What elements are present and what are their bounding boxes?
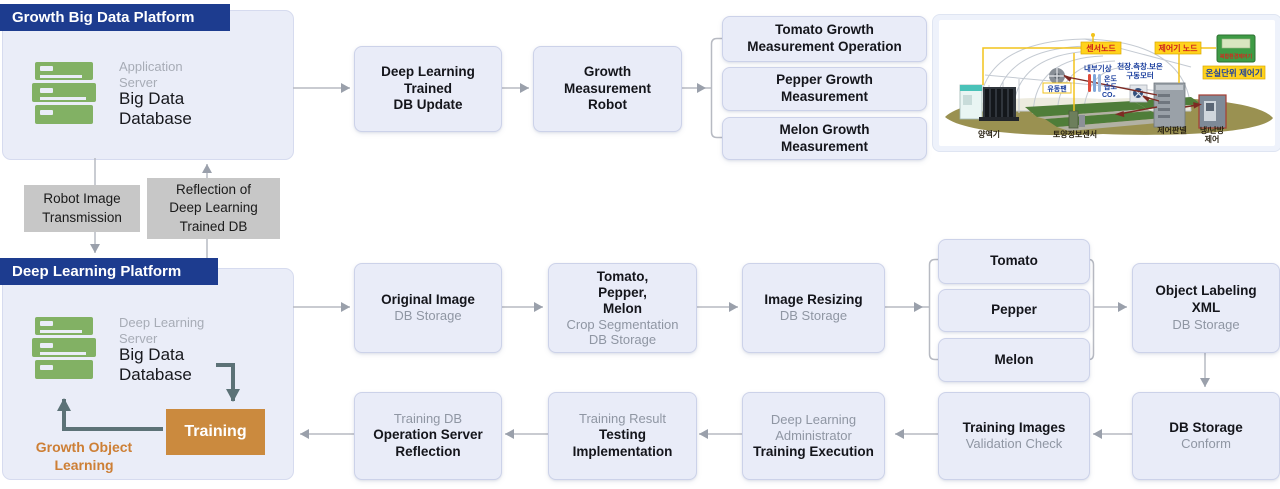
node-image-resizing: Image Resizing DB Storage xyxy=(742,263,885,353)
node-pepper-measurement: Pepper Growth Measurement xyxy=(722,67,927,111)
node-original-image-title: Original Image xyxy=(381,291,475,307)
humidity-label: 습도 xyxy=(1104,82,1117,91)
control-arrows xyxy=(1063,74,1202,118)
node-object-labeling: Object Labeling XML DB Storage xyxy=(1132,263,1280,353)
node-original-image: Original Image DB Storage xyxy=(354,263,502,353)
drive-motor-device xyxy=(1129,84,1148,103)
greenhouse-illustration: 복합환경제어기 센서노드 제어기 노드 온실단위 제어기 유동팬 내부기상 천장… xyxy=(939,20,1275,146)
node-melon-measurement: Melon Growth Measurement xyxy=(722,117,927,160)
greenhouse-controller-label: 온실단위 제어기 xyxy=(1205,68,1262,78)
node-operation-reflection: Training DB Operation Server Reflection xyxy=(354,392,502,480)
soil-sensor-label: 토양정보센서 xyxy=(1053,129,1097,139)
nutrient-label: 양액기 xyxy=(978,129,1000,139)
node-operation-reflection-pre: Training DB xyxy=(393,411,463,427)
node-operation-reflection-title: Operation Server Reflection xyxy=(373,427,483,460)
node-training-execution: Deep Learning Administrator Training Exe… xyxy=(742,392,885,480)
node-db-conform-title: DB Storage xyxy=(1169,419,1243,435)
env-controller-label: 복합환경제어기 xyxy=(1220,53,1253,60)
node-db-conform-sub: Conform xyxy=(1181,436,1231,452)
env-controller-device: 복합환경제어기 xyxy=(1216,34,1256,63)
node-image-resizing-title: Image Resizing xyxy=(764,291,863,307)
temperature-label: 온도 xyxy=(1104,74,1117,83)
training-node: Training xyxy=(166,409,265,455)
node-image-resizing-sub: DB Storage xyxy=(779,308,848,324)
internal-weather-label: 내부기상 xyxy=(1084,63,1112,73)
fan-label: 유동팬 xyxy=(1047,84,1067,93)
control-panel-label: 제어판넬 xyxy=(1157,125,1186,135)
node-crop-pepper-label: Pepper xyxy=(991,302,1037,318)
bracket-crops-left xyxy=(923,258,938,361)
big-data-database-label: Big Data Database xyxy=(119,89,192,129)
node-original-image-sub: DB Storage xyxy=(394,308,462,324)
reflection-trained-db-label: Reflection of Deep Learning Trained DB xyxy=(147,178,280,239)
node-crop-segmentation: Tomato, Pepper, Melon Crop Segmentation … xyxy=(548,263,697,353)
node-crop-pepper: Pepper xyxy=(938,289,1090,332)
node-testing-implementation-title: Testing Implementation xyxy=(572,427,673,460)
node-tomato-measurement: Tomato Growth Measurement Operation xyxy=(722,16,927,62)
node-db-update-label: Deep Learning Trained DB Update xyxy=(381,63,475,113)
annotation-texts: 내부기상 천장.측창.보온 구동모터 온도 습도 CO₂ xyxy=(1084,61,1163,99)
node-validation-check-sub: Validation Check xyxy=(965,436,1063,452)
application-server-label: Application Server xyxy=(119,59,183,91)
node-training-execution-title: Training Execution xyxy=(753,443,874,459)
dl-platform-panel: Deep Learning Server Big Data Database T… xyxy=(2,268,294,480)
node-validation-check: Training Images Validation Check xyxy=(938,392,1090,480)
node-testing-implementation-pre: Training Result xyxy=(579,411,666,427)
circulation-fan xyxy=(1049,68,1065,84)
node-tomato-measurement-label: Tomato Growth Measurement Operation xyxy=(747,22,902,54)
hvac-photo xyxy=(1198,94,1227,129)
sensor-node-label: 센서노드 xyxy=(1086,43,1116,53)
growth-platform-header: Growth Big Data Platform xyxy=(0,4,230,31)
hvac-label-2: 제어 xyxy=(1205,134,1220,144)
node-crop-segmentation-title: Tomato, Pepper, Melon xyxy=(596,268,649,316)
node-db-conform: DB Storage Conform xyxy=(1132,392,1280,480)
growth-object-learning-label: Growth Object Learning xyxy=(35,439,133,473)
bracket-measurements xyxy=(706,37,722,139)
dl-platform-header: Deep Learning Platform xyxy=(0,258,218,285)
server-icon xyxy=(32,62,96,124)
node-object-labeling-title: Object Labeling XML xyxy=(1155,283,1257,315)
motor-label-1: 천장.측창.보온 xyxy=(1117,61,1163,71)
growth-platform-panel: Application Server Big Data Database xyxy=(2,10,294,160)
greenhouse-figure: 복합환경제어기 센서노드 제어기 노드 온실단위 제어기 유동팬 내부기상 천장… xyxy=(932,14,1280,152)
robot-image-transmission-label: Robot Image Transmission xyxy=(24,185,140,232)
big-data-database-label: Big Data Database xyxy=(119,345,192,385)
node-measurement-robot: Growth Measurement Robot xyxy=(533,46,682,132)
node-object-labeling-sub: DB Storage xyxy=(1172,316,1240,332)
thermometer-icons xyxy=(1088,74,1101,92)
node-crop-melon-label: Melon xyxy=(994,351,1034,367)
nutrient-machine xyxy=(959,84,1019,121)
node-measurement-robot-label: Growth Measurement Robot xyxy=(563,63,652,113)
node-crop-tomato: Tomato xyxy=(938,239,1090,284)
controller-node-label: 제어기 노드 xyxy=(1158,43,1198,53)
node-training-execution-pre: Deep Learning Administrator xyxy=(770,411,857,443)
hvac-label-1: 냉/난방 xyxy=(1200,125,1225,135)
co2-label: CO₂ xyxy=(1102,92,1116,99)
node-crop-melon: Melon xyxy=(938,338,1090,382)
node-testing-implementation: Training Result Testing Implementation xyxy=(548,392,697,480)
node-validation-check-title: Training Images xyxy=(962,419,1066,435)
node-crop-segmentation-sub: Crop Segmentation DB Storage xyxy=(566,316,679,347)
control-panel-cabinet xyxy=(1153,82,1186,128)
node-pepper-measurement-label: Pepper Growth Measurement xyxy=(776,72,873,104)
node-db-update: Deep Learning Trained DB Update xyxy=(354,46,502,132)
node-crop-tomato-label: Tomato xyxy=(990,253,1038,269)
node-melon-measurement-label: Melon Growth Measurement xyxy=(779,121,870,154)
motor-label-2: 구동모터 xyxy=(1126,70,1154,80)
label-chips: 센서노드 제어기 노드 온실단위 제어기 유동팬 xyxy=(1042,41,1266,94)
server-icon xyxy=(32,317,96,379)
ground-labels: 양액기 토양정보센서 제어판넬 냉/난방 제어 xyxy=(978,125,1225,144)
dl-server-label: Deep Learning Server xyxy=(119,315,205,347)
